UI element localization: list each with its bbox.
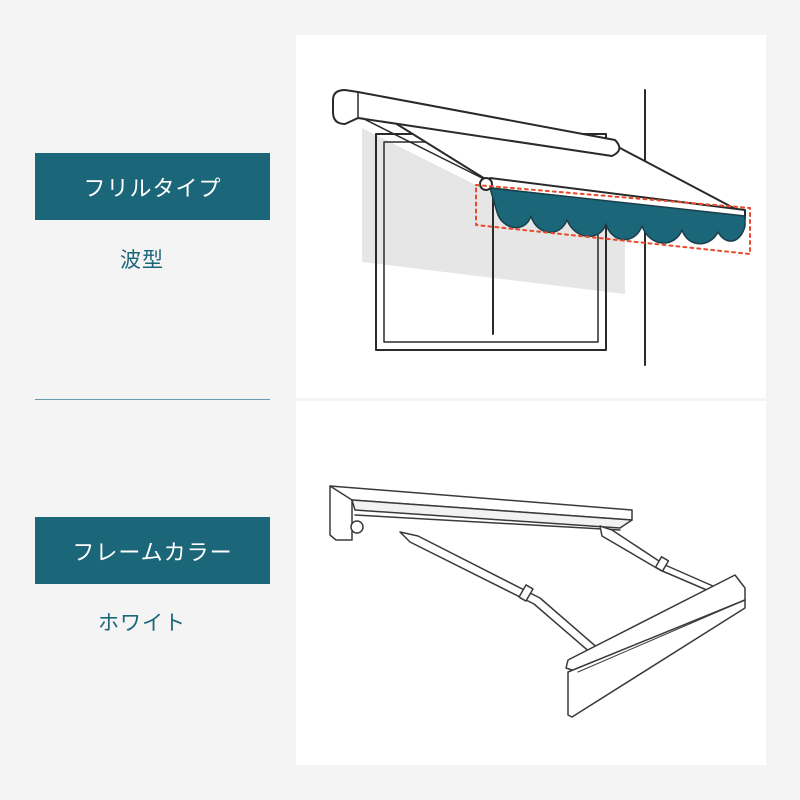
frame-color-illustration-panel [296, 401, 766, 765]
frill-awning-illustration [332, 89, 751, 366]
left-arm-joint [518, 584, 534, 602]
frame-color-value: ホワイト [98, 611, 186, 635]
frill-valance [489, 187, 746, 245]
section-divider [35, 399, 270, 400]
frill-highlight [475, 184, 751, 255]
frill-type-label-text: フリルタイプ [83, 176, 222, 202]
frill-type-label: フリルタイプ [35, 153, 270, 220]
right-arm-joint [654, 556, 670, 572]
panel-separator [296, 398, 766, 401]
frame-awning-illustration [329, 485, 746, 718]
valance-plate [567, 599, 746, 718]
cassette-housing [332, 89, 621, 157]
left-arm [399, 531, 601, 655]
roller-end [350, 520, 364, 534]
frill-type-value: 波型 [120, 248, 164, 272]
frame-color-label-text: フレームカラー [72, 540, 233, 566]
arm-line [361, 117, 491, 183]
frame-color-label: フレームカラー [35, 517, 270, 584]
end-cap [479, 177, 493, 191]
